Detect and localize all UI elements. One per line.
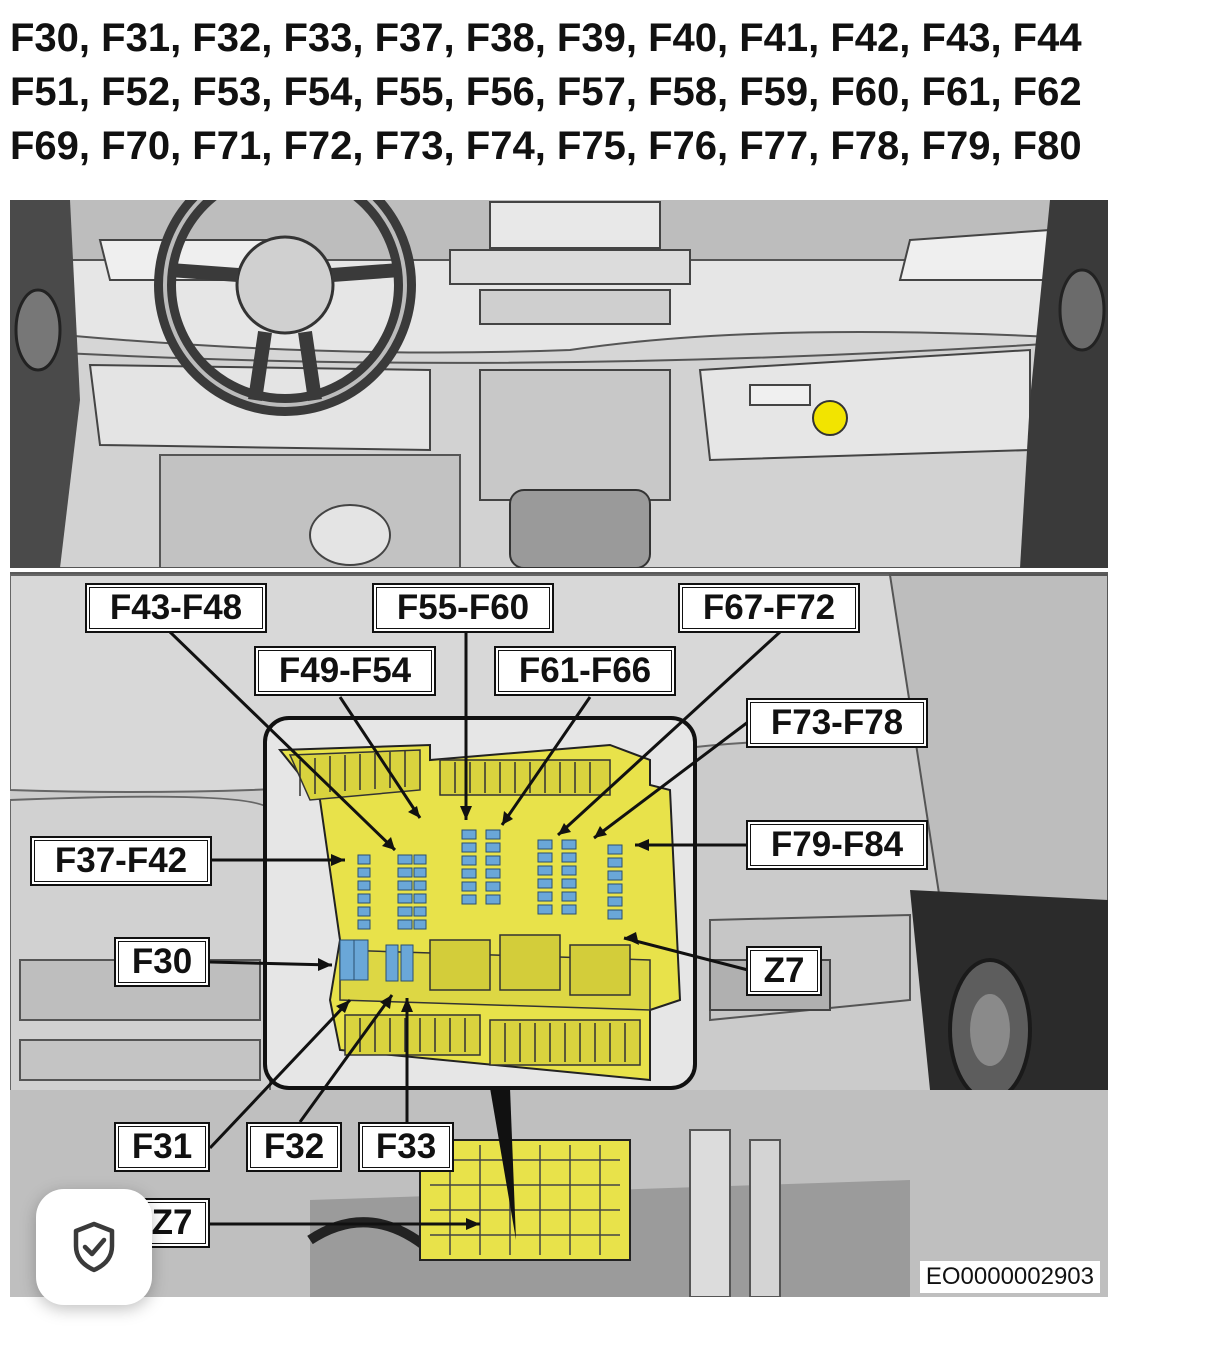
fuse-column-f49-f54 xyxy=(413,854,427,930)
dashboard-overview xyxy=(10,200,1108,569)
fuse-list-line-1: F30, F31, F32, F33, F37, F38, F39, F40, … xyxy=(10,16,1082,60)
callout-f31: F31 xyxy=(114,1122,210,1172)
callout-f49-f54: F49-F54 xyxy=(254,646,436,696)
fuse-list-line-2: F51, F52, F53, F54, F55, F56, F57, F58, … xyxy=(10,70,1082,114)
security-shield-button[interactable] xyxy=(36,1189,152,1305)
fuse-f31 xyxy=(353,939,369,981)
leader-lines xyxy=(168,630,782,1226)
fuse-box-in-situ xyxy=(419,1139,631,1261)
callout-f37-f42: F37-F42 xyxy=(30,836,212,886)
fuse-column-f67-f72 xyxy=(537,839,553,915)
callout-f43-f48: F43-F48 xyxy=(85,583,267,633)
fuse-column-f61-f66 xyxy=(485,829,501,905)
callout-f79-f84: F79-F84 xyxy=(746,820,928,870)
fuse-f32 xyxy=(385,944,399,982)
leader-arrowheads xyxy=(318,806,649,1230)
fuse-column-f37-f42 xyxy=(357,854,371,930)
fuse-column-f55-f60 xyxy=(461,829,477,905)
callout-f32: F32 xyxy=(246,1122,342,1172)
callout-f67-f72: F67-F72 xyxy=(678,583,860,633)
callout-f73-f78: F73-F78 xyxy=(746,698,928,748)
fuse-column-f79-f84 xyxy=(607,844,623,920)
callout-f61-f66: F61-F66 xyxy=(494,646,676,696)
callout-f33: F33 xyxy=(358,1122,454,1172)
fuse-box-enlarged xyxy=(277,743,682,1082)
fuse-box-location-diagram: F43-F48 F55-F60 F67-F72 F49-F54 F61-F66 … xyxy=(10,200,1108,1297)
fuse-column-f43-f48 xyxy=(397,854,413,930)
figure-reference-code: EO0000002903 xyxy=(919,1261,1100,1293)
fuse-list-line-3: F69, F70, F71, F72, F73, F74, F75, F76, … xyxy=(10,124,1082,168)
fuse-list-heading: F30, F31, F32, F33, F37, F38, F39, F40, … xyxy=(0,0,1206,180)
callout-f30: F30 xyxy=(114,937,210,987)
callout-f55-f60: F55-F60 xyxy=(372,583,554,633)
glovebox-location-dot xyxy=(812,400,848,436)
shield-check-icon xyxy=(73,1221,115,1273)
fuse-f33 xyxy=(400,944,414,982)
fuse-column-f73-f78 xyxy=(561,839,577,915)
callout-z7-right: Z7 xyxy=(746,946,822,996)
